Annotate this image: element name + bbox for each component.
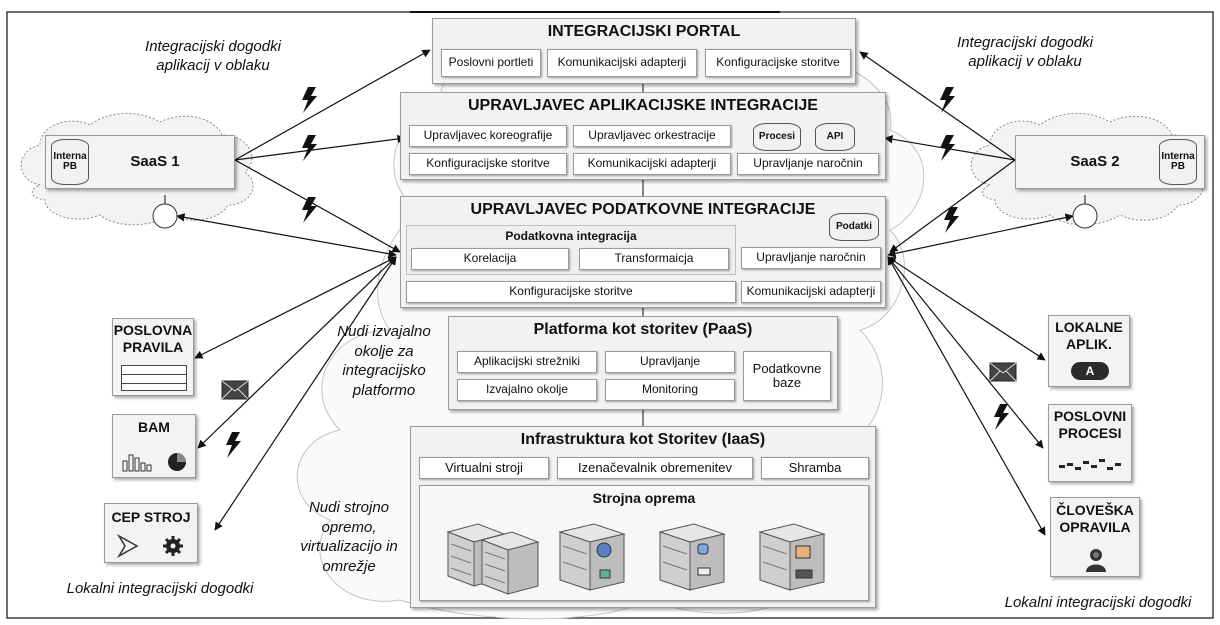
server-icon <box>446 523 540 595</box>
lightning-icon <box>944 207 959 233</box>
server-rack-group <box>446 523 826 595</box>
lightning-icon <box>940 135 955 161</box>
local-apps-title: LOKALNE APLIK. <box>1055 319 1123 352</box>
business-processes-box: POSLOVNI PROCESI <box>1048 404 1132 482</box>
server-icon <box>558 523 626 591</box>
saas1: Interna PB SaaS 1 <box>45 135 235 195</box>
app-integration-item: Komunikacijski adapterji <box>573 153 731 175</box>
paas-item: Aplikacijski strežniki <box>457 351 597 373</box>
saas1-label: SaaS 1 <box>130 153 180 170</box>
portal-title: INTEGRACIJSKI PORTAL <box>547 23 741 40</box>
envelope-icon <box>221 380 249 400</box>
filter-icon <box>116 533 139 559</box>
cep-engine-box: CEP STROJ <box>104 503 198 563</box>
bar-chart-icon <box>122 454 152 472</box>
hardware-note: Nudi strojno opremo, virtualizacijo in o… <box>300 499 398 575</box>
iaas-panel: Infrastruktura kot Storitev (IaaS) Virtu… <box>410 426 876 608</box>
iaas-title: Infrastruktura kot Storitev (IaaS) <box>520 431 766 448</box>
local-events-label-right: Lokalni integracijski dogodki <box>1004 594 1192 611</box>
business-processes-title: POSLOVNI PROCESI <box>1053 408 1127 441</box>
database-icon: Podatki <box>829 213 879 241</box>
hardware-panel: Strojna oprema <box>419 485 869 601</box>
process-flow-icon <box>1059 459 1121 470</box>
person-icon <box>1086 549 1106 572</box>
app-badge-icon: A <box>1071 362 1109 380</box>
app-integration-manager: UPRAVLJAVEC APLIKACIJSKE INTEGRACIJE Upr… <box>400 92 886 180</box>
local-apps-box: LOKALNE APLIK. A <box>1048 315 1130 387</box>
bam-box: BAM <box>112 414 196 478</box>
portal-item: Konfiguracijske storitve <box>705 49 851 77</box>
lightning-icon <box>940 87 955 113</box>
app-integration-item: Upravljanje naročnin <box>737 153 879 175</box>
human-tasks-title: ČLOVEŠKA OPRAVILA <box>1056 502 1134 535</box>
paas-item: Upravljanje <box>605 351 735 373</box>
gear-icon <box>163 536 183 556</box>
database-icon: API <box>815 123 855 151</box>
pie-icon <box>168 453 186 471</box>
paas-item: Izvajalno okolje <box>457 379 597 401</box>
iaas-item: Virtualni stroji <box>419 457 549 479</box>
paas-item: Monitoring <box>605 379 735 401</box>
iaas-item: Izenačevalnik obremenitev <box>557 457 753 479</box>
runtime-note: Nudi izvajalno okolje za integracijsko p… <box>337 323 431 399</box>
paas-db-box: Podatkovne baze <box>743 351 831 401</box>
database-icon: Interna PB <box>1159 139 1197 185</box>
transformation-box: Transformaicja <box>579 248 729 270</box>
local-events-label-left: Lokalni integracijski dogodki <box>66 580 254 597</box>
paas-panel: Platforma kot storitev (PaaS) Aplikacijs… <box>448 316 838 410</box>
cep-icons <box>116 533 183 559</box>
bam-icons <box>122 453 186 472</box>
subscription-management-box: Upravljanje naročnin <box>741 247 881 269</box>
server-icon <box>758 523 826 591</box>
app-integration-title: UPRAVLJAVEC APLIKACIJSKE INTEGRACIJE <box>468 97 818 114</box>
iaas-item: Shramba <box>761 457 869 479</box>
bam-title: BAM <box>138 419 170 435</box>
portal-item: Poslovni portleti <box>441 49 541 77</box>
server-icon <box>658 523 726 591</box>
lightning-icon <box>302 87 317 113</box>
hardware-title: Strojna oprema <box>592 490 696 506</box>
lightning-icon <box>302 197 317 223</box>
correlation-box: Korelacija <box>411 248 569 270</box>
saas2-label: SaaS 2 <box>1070 153 1120 170</box>
lightning-icon <box>302 135 317 161</box>
app-badge-label: A <box>1085 364 1095 378</box>
portal-item: Komunikacijski adapterji <box>547 49 697 77</box>
comm-adapters-box: Komunikacijski adapterji <box>741 281 881 303</box>
database-icon: Interna PB <box>51 139 89 185</box>
paas-title: Platforma kot storitev (PaaS) <box>533 321 753 338</box>
business-rules-title: POSLOVNA PRAVILA <box>113 322 193 355</box>
business-rules-box: POSLOVNA PRAVILA <box>112 318 194 396</box>
envelope-icon <box>989 362 1017 382</box>
human-tasks-box: ČLOVEŠKA OPRAVILA <box>1050 497 1140 577</box>
database-icon: Procesi <box>753 123 801 151</box>
app-integration-item: Konfiguracijske storitve <box>409 153 567 175</box>
rules-table-icon <box>121 365 187 391</box>
config-services-box: Konfiguracijske storitve <box>406 281 736 303</box>
data-integration-group: Podatkovna integracija Korelacija Transf… <box>406 225 736 275</box>
data-integration-subtitle: Podatkovna integracija <box>505 229 637 243</box>
cloud-events-label-left: Integracijski dogodki aplikacij v oblaku <box>145 38 281 74</box>
integration-portal: INTEGRACIJSKI PORTAL Poslovni portleti K… <box>432 18 856 84</box>
lightning-icon <box>994 404 1009 430</box>
data-integration-title: UPRAVLJAVEC PODATKOVNE INTEGRACIJE <box>470 201 816 218</box>
lightning-icon <box>226 432 241 458</box>
saas2: SaaS 2 Interna PB <box>1015 135 1205 195</box>
data-integration-manager: UPRAVLJAVEC PODATKOVNE INTEGRACIJE Podat… <box>400 196 886 308</box>
app-integration-item: Upravljavec orkestracije <box>573 125 731 147</box>
cloud-events-label-right: Integracijski dogodki aplikacij v oblaku <box>957 34 1093 70</box>
app-integration-item: Upravljavec koreografije <box>409 125 567 147</box>
cep-title: CEP STROJ <box>111 509 191 525</box>
